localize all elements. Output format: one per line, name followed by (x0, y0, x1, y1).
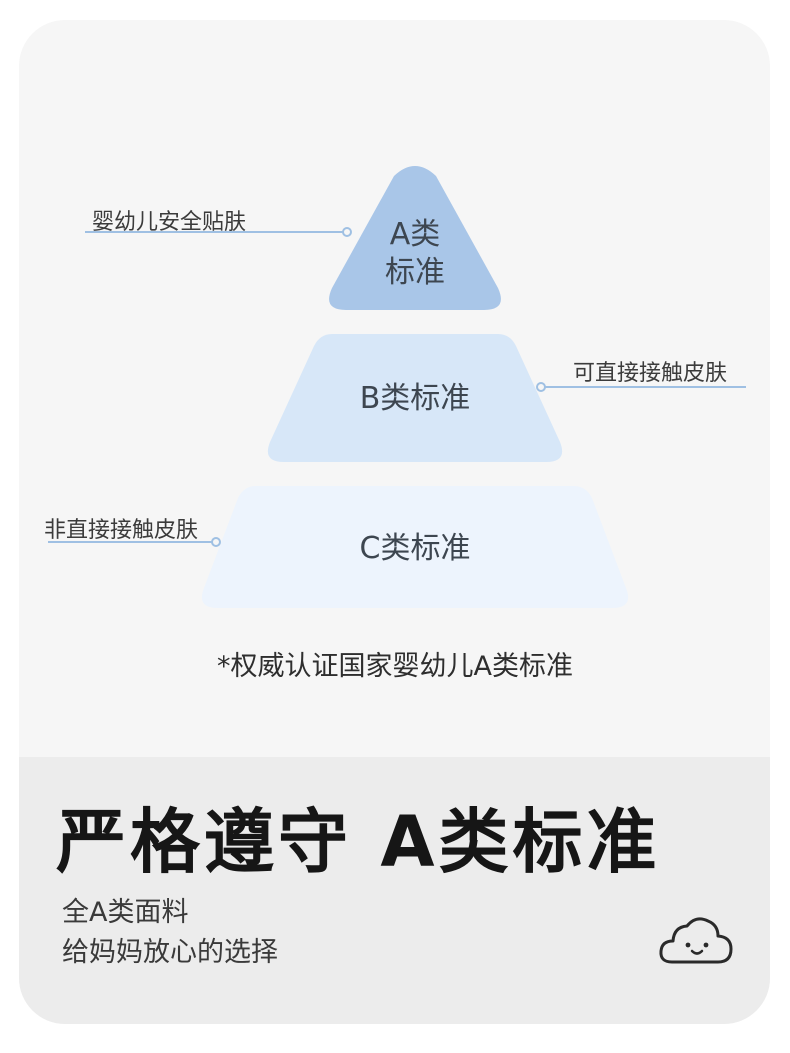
pyramid-tier-b (267, 334, 563, 462)
pyramid-tier-a (329, 166, 501, 310)
tier-a-label-line1: A类 (389, 217, 441, 252)
cloud-face-icon (659, 917, 733, 964)
tier-c-label: C类标准 (359, 531, 471, 566)
pyramid-graphic (48, 166, 746, 608)
callout-dot-top (342, 227, 352, 237)
subtitle-line1: 全A类面料 (62, 897, 189, 928)
callout-text-top: 婴幼儿安全贴肤 (92, 210, 247, 235)
callout-dot-bottom (211, 537, 221, 547)
tier-a-label: A类 标准 (365, 216, 465, 292)
headline: 严格遵守 A类标准 (56, 801, 661, 883)
pyramid-tier-c (201, 486, 629, 608)
bottom-panel (19, 757, 770, 1024)
subtitle-line2: 给妈妈放心的选择 (62, 937, 278, 968)
callout-dot-middle (536, 382, 546, 392)
certification-note: *权威认证国家婴幼儿A类标准 (217, 651, 573, 682)
tier-b-label: B类标准 (359, 381, 471, 416)
tier-a-label-line2: 标准 (385, 255, 445, 290)
callout-text-bottom: 非直接接触皮肤 (44, 518, 199, 543)
callout-text-middle: 可直接接触皮肤 (573, 361, 728, 386)
